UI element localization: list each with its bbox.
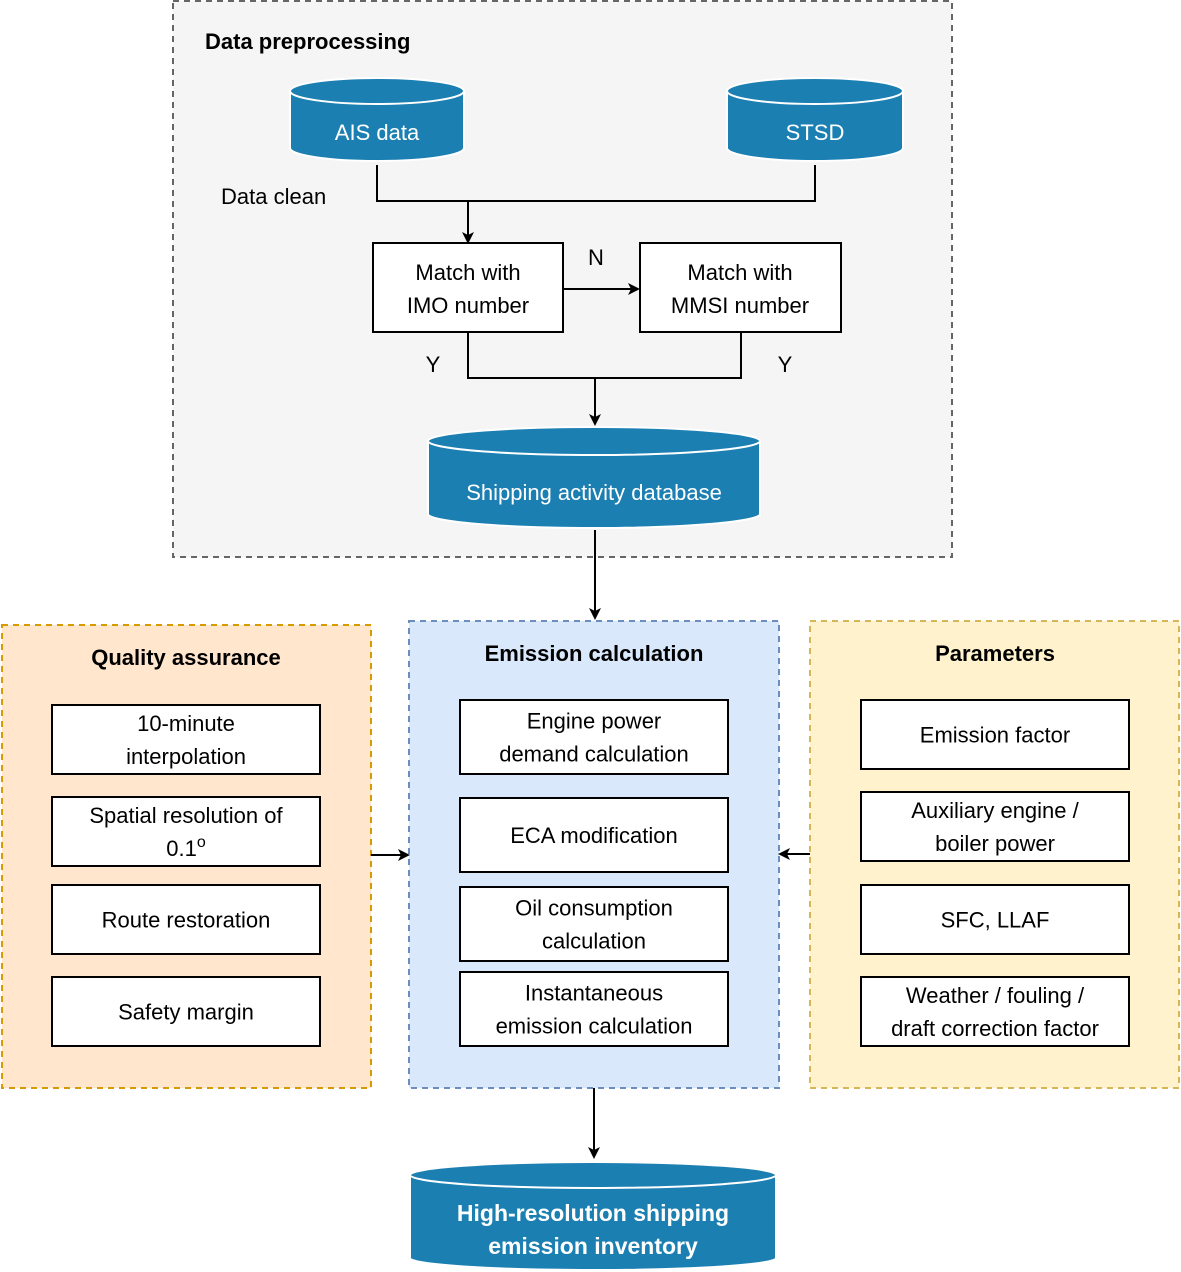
parameters-step-text: boiler power [935, 831, 1055, 856]
connector-sources [376, 165, 816, 202]
emission-step-text: Oil consumption [515, 896, 673, 921]
emission-step-text: emission calculation [496, 1014, 693, 1039]
emission-title: Emission calculation [485, 641, 704, 666]
shipping-db-label: Shipping activity database [466, 480, 722, 505]
ais-data-label: AIS data [335, 120, 420, 145]
parameters-step-box: Weather / fouling / draft correction fact… [860, 976, 1130, 1047]
match-mmsi-box: Match with MMSI number [639, 242, 842, 333]
emission-step-box: Oil consumption calculation [459, 886, 729, 962]
ais-data-database: AIS data [289, 77, 465, 162]
parameters-step-text: draft correction factor [891, 1016, 1099, 1041]
quality-step-text: 10-minute [137, 711, 235, 736]
match-mmsi-line1: Match with [687, 260, 792, 285]
quality-assurance-container: Quality assurance 10-minute interpolation… [1, 624, 372, 1089]
n-label: N [588, 245, 604, 270]
quality-title: Quality assurance [91, 645, 281, 670]
match-mmsi-line2: MMSI number [671, 293, 809, 318]
parameters-step-box: Emission factor [860, 699, 1130, 770]
quality-step-box: Spatial resolution of0.1o [51, 796, 321, 867]
emission-calculation-container: Emission calculation Engine power demand … [408, 620, 780, 1089]
parameters-title: Parameters [935, 641, 1055, 666]
quality-step-text: interpolation [126, 744, 246, 769]
emission-step-box: ECA modification [459, 797, 729, 873]
parameters-step-text: Weather / fouling / [906, 983, 1085, 1008]
emission-step-box: Engine power demand calculation [459, 699, 729, 775]
emission-step-text: Instantaneous [525, 981, 663, 1006]
data-clean-label: Data clean [221, 184, 326, 209]
quality-step-box: Route restoration [51, 884, 321, 955]
emission-step-text: Engine power [527, 709, 662, 734]
output-db-line2: emission inventory [488, 1233, 698, 1259]
quality-step-text: Route restoration [102, 908, 271, 933]
parameters-step-box: SFC, LLAF [860, 884, 1130, 955]
stsd-database: STSD [726, 77, 904, 162]
quality-step-text: Spatial resolution of [89, 803, 283, 828]
match-imo-line1: Match with [415, 260, 520, 285]
match-imo-box: Match with IMO number [372, 242, 564, 333]
shipping-activity-database: Shipping activity database [427, 426, 761, 529]
quality-step-box: 10-minute interpolation [51, 704, 321, 775]
quality-step-text: Safety margin [118, 1000, 254, 1025]
emission-inventory-database: High-resolution shipping emission invent… [409, 1161, 777, 1271]
emission-step-text: demand calculation [499, 742, 689, 767]
quality-step-box: Safety margin [51, 976, 321, 1047]
y-label-left: Y [426, 352, 441, 377]
parameters-step-text: Emission factor [920, 723, 1070, 748]
connector-yes [467, 332, 742, 379]
parameters-step-box: Auxiliary engine / boiler power [860, 791, 1130, 862]
emission-step-text: ECA modification [510, 823, 678, 848]
emission-step-box: Instantaneous emission calculation [459, 971, 729, 1047]
preprocessing-title: Data preprocessing [205, 29, 410, 54]
stsd-label: STSD [786, 120, 845, 145]
degree-superscript: o [197, 834, 206, 851]
parameters-step-text: SFC, LLAF [941, 908, 1050, 933]
output-db-line1: High-resolution shipping [457, 1200, 729, 1226]
match-imo-line2: IMO number [407, 293, 529, 318]
emission-step-text: calculation [542, 929, 646, 954]
parameters-step-text: Auxiliary engine / [911, 798, 1079, 823]
y-label-right: Y [778, 352, 793, 377]
